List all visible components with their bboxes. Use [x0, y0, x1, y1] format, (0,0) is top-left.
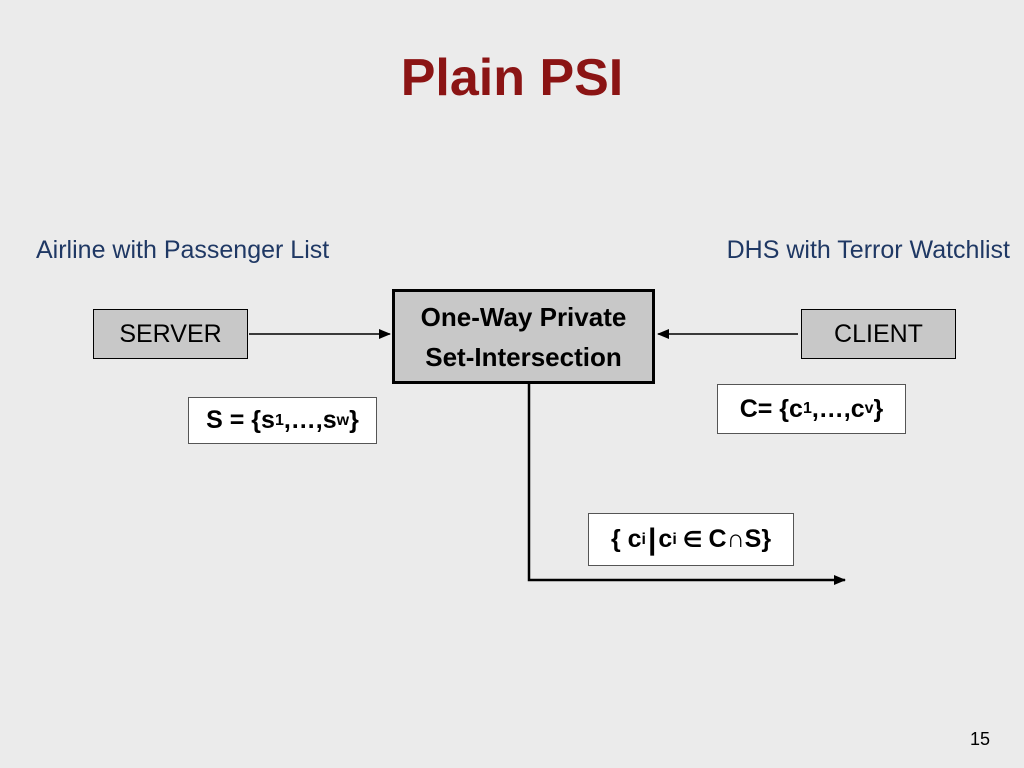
server-set-lhs: S = {s: [206, 406, 275, 434]
client-set-sub1: 1: [802, 400, 812, 417]
client-set-mid: ,…,c: [811, 394, 865, 423]
protocol-box: One-Way Private Set-Intersection: [392, 289, 655, 384]
output-c2: c: [658, 525, 673, 553]
server-set-sub1: 1: [274, 411, 284, 429]
page-number: 15: [969, 729, 990, 749]
client-box: CLIENT: [801, 309, 956, 359]
client-set-lhs: C= {c: [739, 394, 803, 423]
server-set-mid: ,…,s: [283, 406, 337, 434]
protocol-line-2: Set-Intersection: [425, 341, 622, 372]
server-set-sub2: w: [336, 411, 350, 429]
server-box: SERVER: [93, 309, 248, 359]
slide-title: Plain PSI: [400, 49, 624, 107]
client-party-label: DHS with Terror Watchlist: [726, 236, 1010, 264]
output-sub1: i: [641, 530, 646, 548]
protocol-line-1: One-Way Private: [420, 301, 627, 332]
output-close: }: [761, 525, 772, 553]
client-set-sub2: v: [864, 400, 874, 417]
output-open: { c: [610, 525, 642, 553]
client-set-rhs: }: [873, 394, 884, 423]
server-set-rhs: }: [349, 406, 359, 434]
output-s: S: [744, 525, 762, 553]
output-bar: |: [648, 522, 657, 556]
element-of-symbol: ∈: [682, 526, 703, 552]
intersection-symbol: ∩: [726, 525, 745, 553]
output-c3: C: [708, 525, 727, 553]
output-sub2: i: [672, 530, 677, 548]
server-party-label: Airline with Passenger List: [36, 236, 330, 264]
